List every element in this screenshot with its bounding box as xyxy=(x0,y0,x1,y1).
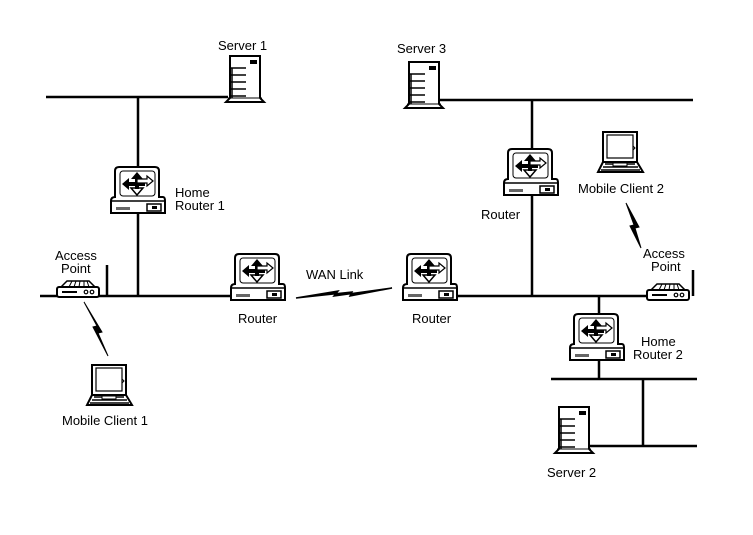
access-point1-icon[interactable] xyxy=(56,280,100,298)
server2-label: Server 2 xyxy=(547,465,597,480)
home-router1-label-line2: Router 1 xyxy=(175,198,225,213)
server1-label: Server 1 xyxy=(218,38,268,53)
wireless-bolt-2-icon xyxy=(625,202,642,249)
router-left-router-icon[interactable] xyxy=(230,253,286,301)
wan-link-label: WAN Link xyxy=(306,267,364,282)
access-point1-label-line1: Access xyxy=(55,248,97,263)
server1-server-icon[interactable] xyxy=(225,55,265,103)
router-center-router-icon[interactable] xyxy=(402,253,458,301)
router-top-right-router-icon[interactable] xyxy=(503,148,559,196)
home-router1-router-icon[interactable] xyxy=(110,166,166,214)
access-point1-label-line2: Point xyxy=(61,261,91,276)
router-left-label: Router xyxy=(238,311,278,326)
wireless-bolt-1-icon xyxy=(83,301,109,357)
server3-server-icon[interactable] xyxy=(404,61,444,109)
server3-label: Server 3 xyxy=(397,41,447,56)
mobile-client1-label: Mobile Client 1 xyxy=(62,413,148,428)
home-router2-label-line1: Home xyxy=(641,334,676,349)
home-router1-label-line1: Home xyxy=(175,185,210,200)
mobile-client2-laptop-icon[interactable] xyxy=(597,131,644,173)
server2-server-icon[interactable] xyxy=(554,406,594,454)
mobile-client2-label: Mobile Client 2 xyxy=(578,181,664,196)
mobile-client1-laptop-icon[interactable] xyxy=(86,364,133,406)
router-center-label: Router xyxy=(412,311,452,326)
access-point2-label-line2: Point xyxy=(651,259,681,274)
wan-lightning-icon xyxy=(295,287,393,299)
access-point2-label-line1: Access xyxy=(643,246,685,261)
home-router2-label-line2: Router 2 xyxy=(633,347,683,362)
access-point2-icon[interactable] xyxy=(646,283,690,301)
router-top-right-label: Router xyxy=(481,207,521,222)
home-router2-router-icon[interactable] xyxy=(569,313,625,361)
network-cables xyxy=(40,95,697,448)
